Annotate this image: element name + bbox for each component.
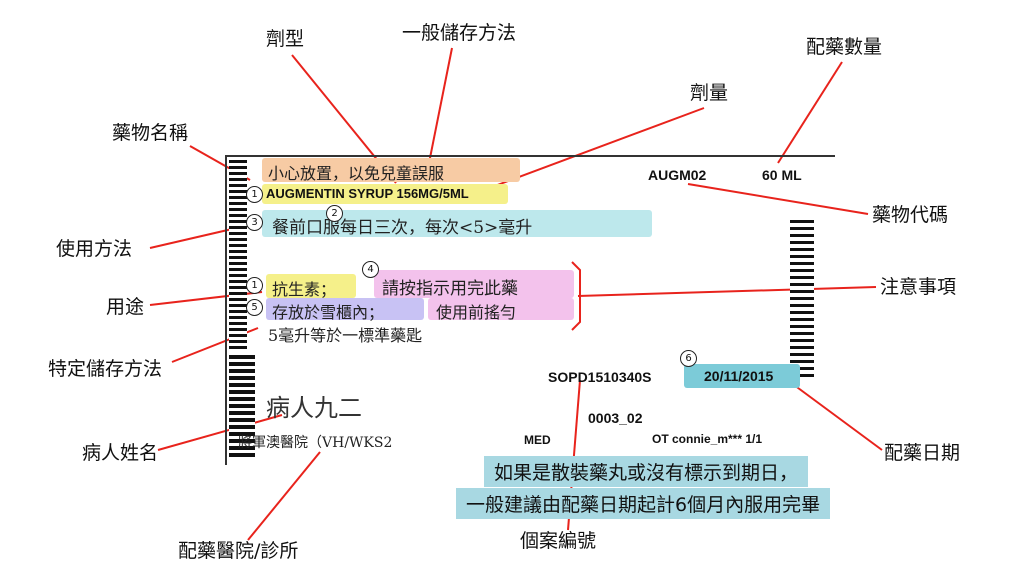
drug-line: AUGMENTIN SYRUP 156MG/5ML [266, 186, 469, 201]
purpose-text: 抗生素； [272, 280, 337, 299]
highlight-date [684, 364, 800, 388]
sub-code: 0003_02 [588, 410, 643, 426]
label-left-border [225, 155, 227, 465]
label-purpose: 用途 [106, 296, 145, 318]
drug-code: AUGM02 [648, 167, 707, 183]
warning-text: 小心放置，以免兒童誤服 [268, 164, 445, 183]
label-precautions: 注意事項 [880, 276, 957, 298]
label-dispense-qty: 配藥數量 [806, 36, 883, 58]
expiry-note-line2: 一般建議由配藥日期起計6個月內服用完畢 [456, 488, 831, 519]
dispense-date-value: 20/11/2015 [704, 368, 774, 384]
marker-4: 4 [362, 261, 379, 278]
label-top-border [225, 155, 835, 157]
leader-general-storage [427, 47, 453, 169]
label-dosage-form: 劑型 [266, 28, 305, 50]
highlight-instruction [374, 270, 574, 298]
leader-dose [483, 107, 705, 191]
highlight-storage [266, 298, 424, 320]
hospital-value: 將軍澳醫院（VH/WKS2 [238, 435, 393, 451]
marker-1a: 1 [246, 186, 263, 203]
instruction-text: 請按指示用完此藥 [382, 279, 518, 299]
marker-1b: 1 [246, 277, 263, 294]
highlight-shake [428, 298, 574, 320]
marker-6: 6 [680, 350, 697, 367]
storage-text: 存放於雪櫃內； [272, 303, 385, 322]
prescription-label [225, 150, 845, 480]
leader-precautions [577, 286, 877, 297]
highlight-drug-line [262, 184, 508, 204]
case-code: SOPD1510340S [548, 369, 652, 385]
leader-patient-name [157, 414, 283, 451]
measure-text: 5毫升等於一標準藥匙 [268, 326, 423, 345]
label-special-storage: 特定儲存方法 [48, 358, 163, 380]
marker-5: 5 [246, 299, 263, 316]
leader-dispense-date [789, 381, 883, 451]
med-code: MED [524, 433, 551, 447]
quantity: 60 ML [762, 167, 802, 183]
label-dose: 劑量 [690, 82, 729, 104]
bracket-precautions [571, 261, 581, 331]
highlight-warning [262, 158, 520, 182]
label-drug-code: 藥物代碼 [872, 204, 949, 226]
leader-dispense-qty [777, 61, 843, 164]
barcode-left-bottom [229, 355, 255, 460]
label-usage: 使用方法 [56, 238, 133, 260]
barcode-right [790, 220, 814, 380]
label-hospital: 配藥醫院/診所 [178, 540, 299, 562]
label-drug-name: 藥物名稱 [112, 122, 189, 144]
leader-drug-code [687, 183, 869, 215]
label-dispense-date: 配藥日期 [884, 442, 961, 464]
usage-line: 餐前口服每日三次，每次<5>毫升 [272, 218, 533, 238]
ot-code: OT connie_m*** 1/1 [652, 432, 763, 446]
expiry-note-line1: 如果是散裝藥丸或沒有標示到期日， [484, 456, 809, 487]
label-case-number: 個案編號 [520, 530, 597, 552]
leader-hospital [247, 451, 321, 541]
marker-2: 2 [326, 205, 343, 222]
shake-text: 使用前搖勻 [436, 303, 517, 322]
barcode-left-top [229, 160, 247, 350]
label-patient-name: 病人姓名 [82, 442, 159, 464]
label-general-storage: 一般儲存方法 [402, 22, 517, 44]
patient-name-value: 病人九二 [266, 394, 362, 422]
marker-3: 3 [246, 214, 263, 231]
highlight-purpose [266, 274, 356, 298]
